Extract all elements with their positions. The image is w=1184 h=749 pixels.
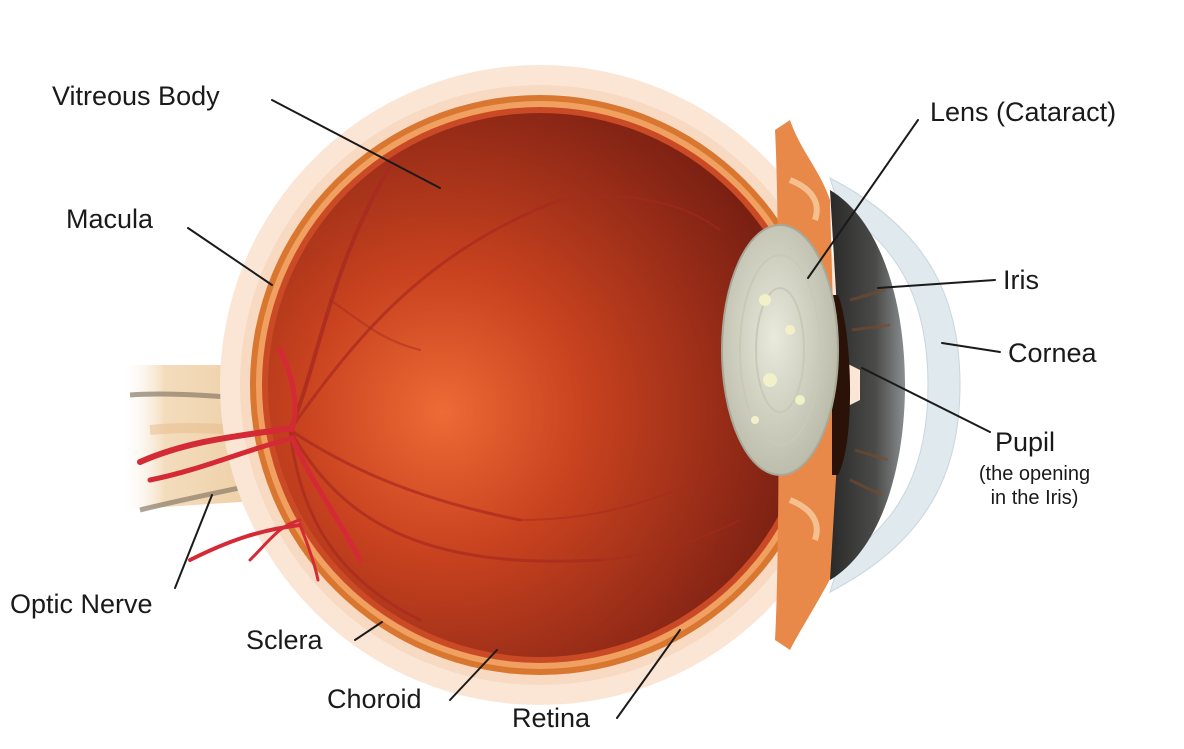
label-sclera: Sclera	[246, 625, 323, 655]
label-retina: Retina	[512, 703, 591, 733]
lens	[721, 224, 839, 476]
leader-optic-nerve	[174, 494, 213, 589]
label-iris: Iris	[1003, 265, 1039, 295]
label-choroid: Choroid	[327, 684, 422, 714]
leader-lines	[174, 99, 1001, 719]
leader-macula	[187, 227, 273, 286]
label-pupil-note-line2: in the Iris)	[990, 487, 1079, 509]
leader-vitreous-body	[271, 99, 441, 189]
label-pupil-note-line1: (the opening	[978, 463, 1091, 485]
leader-cornea	[941, 342, 1001, 353]
optic-nerve-blood-vessels	[137, 347, 363, 582]
leader-retina	[616, 629, 681, 719]
label-pupil: Pupil	[995, 427, 1056, 457]
leader-lens	[807, 119, 919, 279]
label-pupil-note: (the opening in the Iris)	[957, 462, 1112, 510]
label-lens: Lens (Cataract)	[930, 97, 1117, 127]
label-vitreous-body: Vitreous Body	[52, 81, 220, 111]
leader-choroid	[449, 649, 498, 701]
vitreous-body	[268, 113, 812, 657]
label-cornea: Cornea	[1008, 338, 1097, 368]
leader-pupil	[861, 367, 991, 433]
label-optic-nerve: Optic Nerve	[10, 589, 153, 619]
retinal-blood-vessels	[288, 113, 741, 622]
cornea	[829, 177, 961, 593]
label-macula: Macula	[66, 204, 154, 234]
leader-iris	[877, 279, 996, 289]
leader-sclera	[354, 621, 383, 641]
